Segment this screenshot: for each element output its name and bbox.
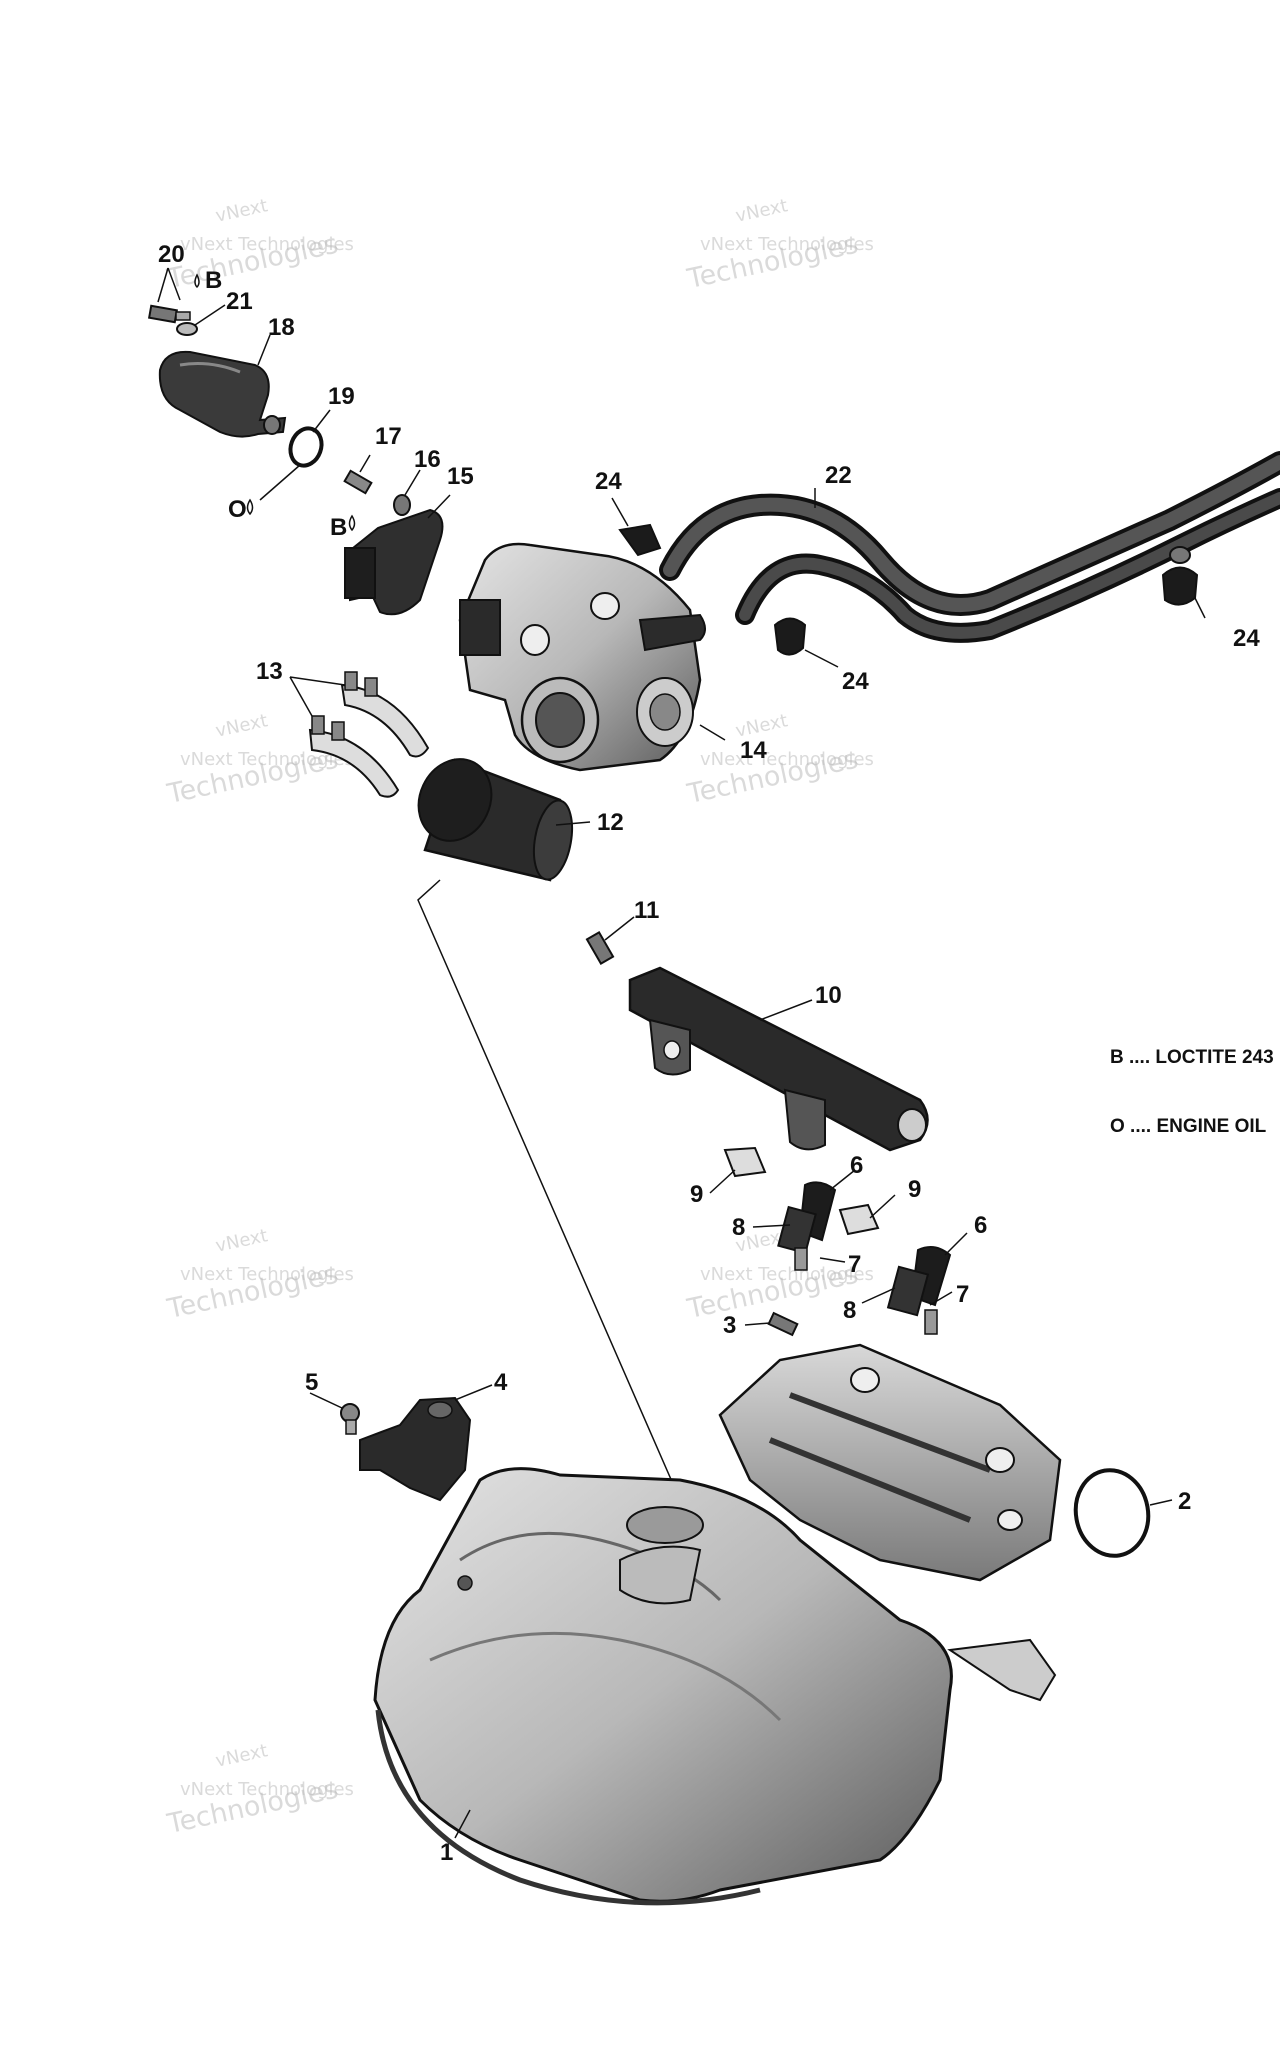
callout-18: 18 xyxy=(268,314,295,341)
idle-valve-18 xyxy=(158,350,287,438)
watermark-logo: vNext xyxy=(734,195,790,226)
assembly-leader xyxy=(417,879,681,1501)
callout-12: 12 xyxy=(597,809,624,836)
callout-16: 16 xyxy=(414,446,441,473)
callout-13: 13 xyxy=(256,658,283,685)
callout-22: 22 xyxy=(825,462,852,489)
bolt-20 xyxy=(147,304,191,324)
drop-icon xyxy=(246,498,254,516)
bolt-5 xyxy=(340,1403,360,1435)
clamp-24-c xyxy=(1161,566,1199,606)
callout-24-right: 24 xyxy=(1233,625,1260,652)
watermark-small: vNext Technologies xyxy=(180,234,354,255)
compound-mark-o-19: O xyxy=(228,496,254,523)
callout-15: 15 xyxy=(447,463,474,490)
callout-9-right: 9 xyxy=(908,1176,921,1203)
callout-7-upper: 7 xyxy=(848,1251,861,1278)
callout-14: 14 xyxy=(740,737,767,764)
callout-7-lower: 7 xyxy=(956,1281,969,1308)
callout-4: 4 xyxy=(494,1369,508,1396)
callout-3: 3 xyxy=(723,1312,736,1339)
watermark-logo: vNext xyxy=(214,1225,270,1256)
watermark-small: vNext Technologies xyxy=(180,1264,354,1285)
watermark-2: vNext vNext Technologies Technologies xyxy=(684,195,874,295)
watermark-1: vNext vNext Technologies Technologies xyxy=(164,195,354,295)
hose-clamps-13 xyxy=(308,671,430,798)
tps-sensor-15 xyxy=(344,508,444,616)
hose-22 xyxy=(659,451,1280,643)
compound-letter-b: B xyxy=(330,514,347,541)
o-ring-2 xyxy=(1073,1468,1151,1558)
callout-8-upper: 8 xyxy=(732,1214,745,1241)
callout-21: 21 xyxy=(226,288,253,315)
bolt-3 xyxy=(767,1311,799,1337)
callout-8-lower: 8 xyxy=(843,1297,856,1324)
clamp-24-a xyxy=(618,523,662,557)
watermark-4: vNext vNext Technologies Technologies xyxy=(684,710,874,810)
callout-17: 17 xyxy=(375,423,402,450)
callout-labels: 20 21 18 19 17 16 15 24 22 24 24 13 14 1… xyxy=(158,241,1260,1866)
watermark-small: vNext Technologies xyxy=(700,234,874,255)
callout-9-left: 9 xyxy=(690,1181,703,1208)
legend-item-engine-oil: O .... ENGINE OIL xyxy=(1110,1116,1267,1137)
injector-a xyxy=(777,1181,837,1271)
watermark-logo: vNext xyxy=(214,710,270,741)
drop-icon xyxy=(348,514,356,532)
compound-letter-o: O xyxy=(228,496,247,523)
injector-b xyxy=(886,1245,952,1335)
watermark-small: vNext Technologies xyxy=(700,749,874,770)
clamp-24-b xyxy=(773,617,807,656)
rubber-adaptor-12 xyxy=(417,758,574,882)
map-sensor-4 xyxy=(359,1396,472,1502)
bolt-11 xyxy=(585,931,615,965)
clip-9-a xyxy=(723,1146,767,1178)
callout-19: 19 xyxy=(328,383,355,410)
callout-6-upper: 6 xyxy=(850,1152,863,1179)
watermark-3: vNext vNext Technologies Technologies xyxy=(164,710,354,810)
callout-20: 20 xyxy=(158,241,185,268)
watermark-small: vNext Technologies xyxy=(700,1264,874,1285)
drop-icon xyxy=(194,273,200,289)
watermark-logo: vNext xyxy=(214,195,270,226)
compound-letter-b: B xyxy=(205,267,222,294)
watermark-small: vNext Technologies xyxy=(180,1779,354,1800)
callout-24-top: 24 xyxy=(595,468,622,495)
o-ring-19 xyxy=(288,426,324,468)
legend-item-loctite: B .... LOCTITE 243 xyxy=(1110,1047,1274,1068)
leader-lines xyxy=(157,267,1206,1839)
throttle-body-14 xyxy=(458,542,706,772)
callout-5: 5 xyxy=(305,1369,318,1396)
fuel-rail-10 xyxy=(628,966,929,1152)
callout-2: 2 xyxy=(1178,1488,1191,1515)
callout-1: 1 xyxy=(440,1839,453,1866)
clip-9-b xyxy=(838,1203,880,1236)
intake-manifold-1 xyxy=(373,1343,1062,1906)
callout-6-lower: 6 xyxy=(974,1212,987,1239)
compound-mark-b-top: B xyxy=(194,267,222,294)
screw-17 xyxy=(343,469,373,495)
watermark-7: vNext vNext Technologies Technologies xyxy=(164,1740,354,1840)
washer-21 xyxy=(176,322,198,336)
callout-11: 11 xyxy=(634,897,659,924)
callout-10: 10 xyxy=(815,982,842,1009)
callout-24-mid: 24 xyxy=(842,668,869,695)
watermark-5: vNext vNext Technologies Technologies xyxy=(164,1225,354,1325)
watermark-logo: vNext xyxy=(214,1740,270,1771)
compound-legend: B .... LOCTITE 243 O .... ENGINE OIL xyxy=(1110,1000,1274,1161)
grommet-16 xyxy=(393,494,411,516)
watermark-small: vNext Technologies xyxy=(180,749,354,770)
compound-mark-b-17: B xyxy=(330,514,356,541)
